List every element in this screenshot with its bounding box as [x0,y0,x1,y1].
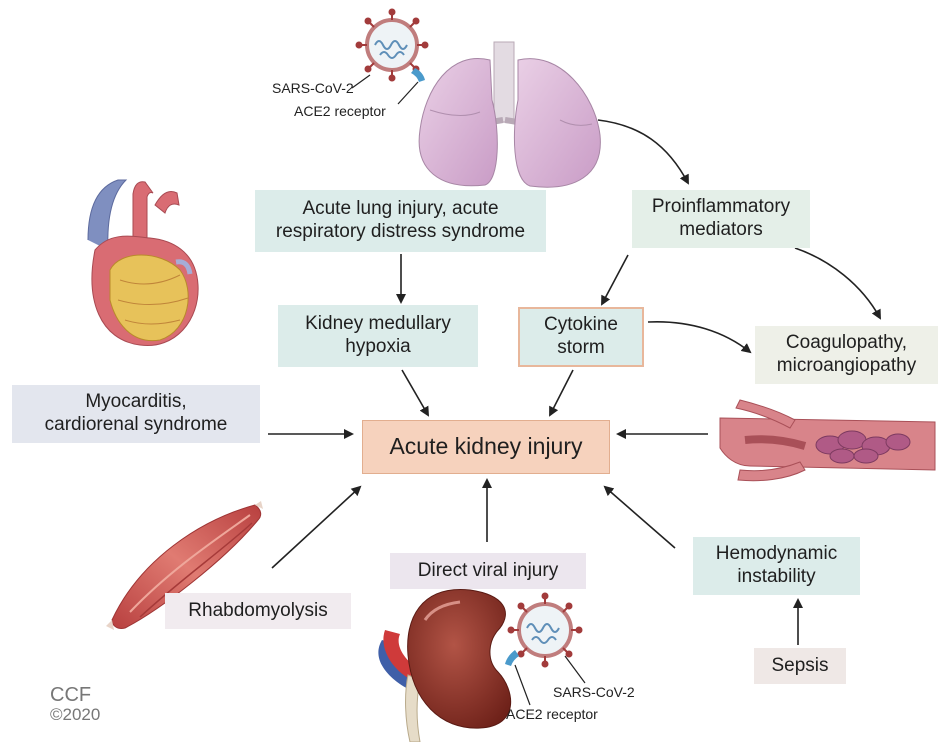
box-direct-viral-injury: Direct viral injury [390,553,586,589]
label-ace2-receptor-top: ACE2 receptor [294,103,386,119]
box-cytokine-storm: Cytokine storm [518,307,644,367]
box-hemodynamic-instability: Hemodynamic instability [693,537,860,595]
arrow-rhabdo-to-aki [272,487,360,568]
lungs-illustration [419,42,600,187]
box-rhabdomyolysis: Rhabdomyolysis [165,593,351,629]
blood-vessel-illustration [720,400,935,481]
box-kidney-medullary-hypoxia: Kidney medullary hypoxia [278,305,478,367]
arrow-hemodynamic-to-aki [605,487,675,548]
credit-org: CCF [50,685,100,706]
arrow-cytokine-to-coagulopathy [648,322,750,352]
heart-illustration [88,180,198,346]
arrow-hypoxia-to-aki [402,370,428,415]
box-sepsis: Sepsis [754,648,846,684]
kidney-illustration [378,590,510,742]
arrow-lungs-to-mediators [598,120,688,183]
virus-top-illustration [352,9,429,105]
label-sars-cov-2-top: SARS-CoV-2 [272,80,354,96]
credit-block: CCF ©2020 [50,685,100,724]
credit-year: ©2020 [50,706,100,724]
arrow-mediators-to-cytokine [602,255,628,304]
label-ace2-receptor-bottom: ACE2 receptor [506,706,598,722]
box-acute-lung-injury: Acute lung injury, acute respiratory dis… [255,190,546,252]
box-acute-kidney-injury: Acute kidney injury [362,420,610,474]
box-coagulopathy-microangiopathy: Coagulopathy, microangiopathy [755,326,938,384]
box-myocarditis: Myocarditis, cardiorenal syndrome [12,385,260,443]
label-sars-cov-2-bottom: SARS-CoV-2 [553,684,635,700]
arrow-cytokine-to-aki [550,370,573,415]
arrow-mediators-to-coagulopathy [795,248,880,318]
box-proinflammatory-mediators: Proinflammatory mediators [632,190,810,248]
